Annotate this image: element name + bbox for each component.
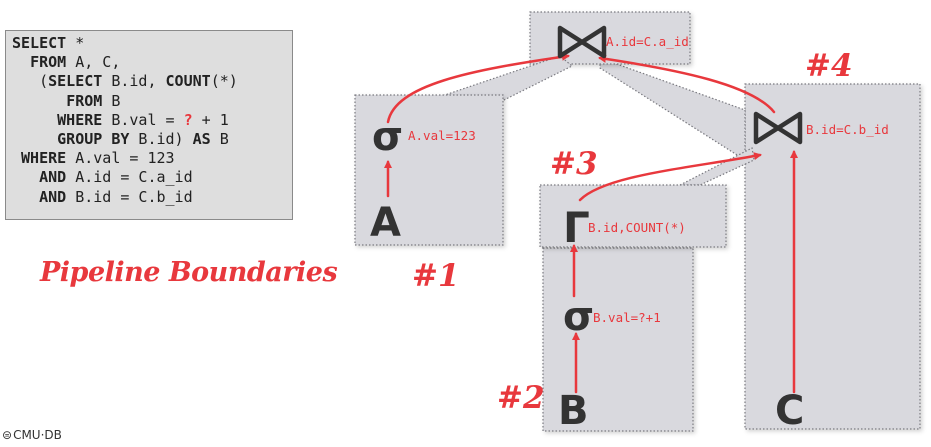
- table-scan-b: B: [558, 388, 589, 434]
- sql-text: B.val =: [102, 110, 184, 129]
- pipeline-label-1: #1: [412, 258, 460, 294]
- edge-select-a-to-top-join: [386, 52, 570, 124]
- table-scan-a: A: [370, 200, 401, 246]
- sql-keyword: AND: [39, 168, 67, 187]
- select-node-a: σ A.val=123: [372, 114, 476, 160]
- sql-keyword: SELECT: [48, 72, 103, 91]
- join-top-icon: [557, 25, 607, 59]
- group-by-condition: B.id,COUNT(*): [588, 220, 686, 235]
- pipeline-region-1: [354, 55, 574, 246]
- select-a-condition: A.val=123: [408, 128, 476, 143]
- sql-query-box: SELECT * FROM A, C, (SELECT B.id, COUNT(…: [5, 30, 293, 220]
- sql-keyword: AS: [192, 130, 211, 149]
- join-top-condition: A.id=C.a_id: [606, 34, 689, 49]
- sql-line: SELECT *: [12, 34, 286, 53]
- sql-text: + 1: [192, 110, 229, 129]
- sql-keyword: COUNT: [165, 72, 211, 91]
- join-node-top: A.id=C.a_id: [557, 25, 689, 59]
- sql-text: *: [66, 34, 85, 52]
- cmu-db-logo-text: CMU·DB: [13, 428, 62, 442]
- sql-text: (: [12, 72, 49, 91]
- sql-keyword: SELECT: [12, 34, 67, 52]
- sql-parameter: ?: [183, 110, 193, 129]
- pipeline-region-4: [529, 11, 921, 430]
- sql-text: B: [102, 91, 121, 110]
- select-a-icon: σ: [372, 114, 403, 160]
- sql-line: (SELECT B.id, COUNT(*): [12, 72, 286, 91]
- sql-text: (*): [210, 72, 238, 91]
- sql-text: A, C,: [66, 53, 121, 72]
- sql-keyword: WHERE: [21, 149, 67, 168]
- sql-line: FROM B: [12, 92, 286, 111]
- sql-line: FROM A, C,: [12, 53, 286, 72]
- sql-text: A.val = 123: [66, 149, 175, 168]
- sql-keyword: GROUP BY: [57, 130, 130, 149]
- sql-line: WHERE B.val = ? + 1: [12, 111, 286, 130]
- sql-text: B.id): [129, 130, 193, 149]
- group-by-node: Γ B.id,COUNT(*): [563, 203, 686, 252]
- pipeline-label-3: #3: [550, 146, 598, 182]
- pipeline-boundaries-title: Pipeline Boundaries: [40, 257, 338, 288]
- sql-keyword: FROM: [66, 91, 103, 110]
- select-b-icon: σ: [563, 294, 594, 340]
- sql-keyword: AND: [39, 187, 67, 206]
- sql-keyword: WHERE: [57, 110, 103, 129]
- sql-line: GROUP BY B.id) AS B: [12, 130, 286, 149]
- sql-keyword: FROM: [30, 53, 67, 72]
- sql-line: WHERE A.val = 123: [12, 149, 286, 168]
- join-node-right: B.id=C.b_id: [753, 111, 889, 145]
- pipeline-region-2: [542, 247, 694, 432]
- join-right-icon: [753, 111, 803, 145]
- select-b-condition: B.val=?+1: [593, 310, 661, 325]
- edge-right-join-to-top-join: [598, 54, 776, 114]
- edge-group-to-right-join: [578, 152, 762, 202]
- sql-line: AND B.id = C.b_id: [12, 188, 286, 207]
- cmu-db-logo-icon: ⊜: [2, 428, 13, 442]
- sql-text: B.id,: [102, 72, 166, 91]
- join-right-condition: B.id=C.b_id: [806, 122, 889, 137]
- sql-text: A.id = C.a_id: [66, 168, 193, 187]
- table-scan-c: C: [775, 388, 804, 434]
- sql-text: B.id = C.b_id: [66, 187, 193, 206]
- sql-text: B: [210, 130, 229, 149]
- sql-line: AND A.id = C.a_id: [12, 168, 286, 187]
- pipeline-label-4: #4: [805, 48, 853, 84]
- pipeline-label-2: #2: [497, 380, 545, 416]
- cmu-db-logo: ⊜CMU·DB: [2, 428, 62, 442]
- group-by-icon: Γ: [563, 203, 590, 252]
- select-node-b: σ B.val=?+1: [563, 294, 661, 340]
- plan-edges: [384, 52, 798, 394]
